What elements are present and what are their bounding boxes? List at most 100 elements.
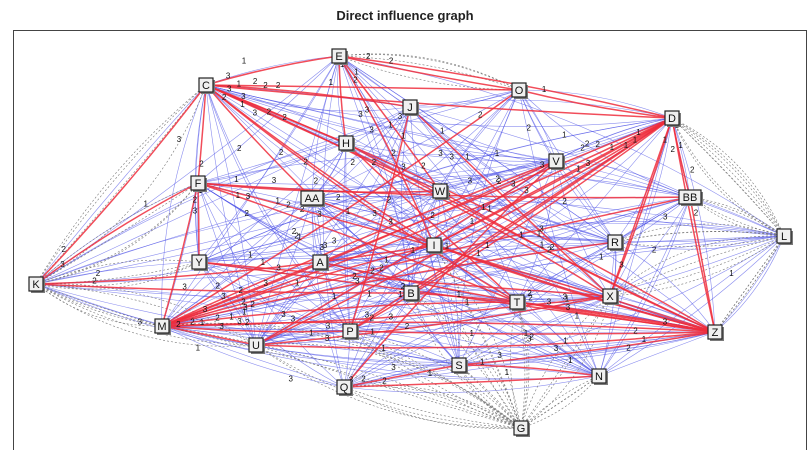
node-bb[interactable]: BB <box>678 189 703 206</box>
dashed-edge <box>671 117 785 237</box>
nodes: E C J O D H V F AA W BB L R I Y A K B T X M P U Z S N Q G <box>28 48 793 437</box>
edge-weight-label: 1 <box>346 207 351 216</box>
edge-weight-label: 3 <box>391 363 396 372</box>
edge-weight-label: 3 <box>358 110 363 119</box>
weak-edge <box>516 301 600 377</box>
node-i[interactable]: I <box>426 237 443 254</box>
node-d[interactable]: D <box>664 110 681 127</box>
edge-weight-label: 2 <box>336 193 341 202</box>
edge-weight-label: 3 <box>369 126 374 135</box>
edge-weight-label: 3 <box>193 207 198 216</box>
node-e[interactable]: E <box>331 48 348 65</box>
dashed-edge <box>714 235 785 333</box>
node-q[interactable]: Q <box>336 379 353 396</box>
strong-edge <box>255 331 716 349</box>
strong-edge <box>205 84 313 199</box>
node-n[interactable]: N <box>591 368 608 385</box>
dashed-edge <box>671 117 785 237</box>
edge-weight-label: 2 <box>353 75 358 84</box>
node-label: R <box>611 237 619 249</box>
node-o[interactable]: O <box>511 82 528 99</box>
edge-weight-label: 3 <box>540 161 545 170</box>
edge-weight-label: 1 <box>470 217 475 226</box>
weak-edge <box>555 160 785 237</box>
dashed-edge <box>520 375 600 429</box>
node-label: O <box>515 85 524 97</box>
edge-weight-label: 2 <box>478 111 483 120</box>
node-s[interactable]: S <box>451 357 468 374</box>
weak-edge <box>401 106 412 294</box>
edge-weight-label: 2 <box>372 158 377 167</box>
weak-edge <box>205 84 716 333</box>
strong-edge <box>409 106 611 297</box>
node-j[interactable]: J <box>402 99 419 116</box>
weak-edge <box>205 84 691 198</box>
node-label: A <box>316 257 324 269</box>
dashed-edge <box>349 330 522 429</box>
node-y[interactable]: Y <box>191 254 208 271</box>
edge-weight-label: 3 <box>511 180 516 189</box>
weak-edge <box>555 117 673 162</box>
node-l[interactable]: L <box>776 228 793 245</box>
dashed-edge <box>516 301 530 429</box>
strong-edge <box>161 325 351 333</box>
dashed-edge <box>671 117 785 237</box>
node-label: AA <box>305 193 320 205</box>
dashed-edge <box>671 117 785 237</box>
dashed-edge <box>520 295 611 429</box>
edge-weight-label: 1 <box>568 356 573 365</box>
edge-weight-label: 2 <box>401 282 406 291</box>
edge-weight-label: 3 <box>326 322 331 331</box>
weak-edge <box>458 331 716 366</box>
edge-weight-label: 3 <box>663 213 668 222</box>
node-p[interactable]: P <box>342 323 359 340</box>
edge-weight-label: 2 <box>351 158 356 167</box>
node-w[interactable]: W <box>432 183 449 200</box>
weak-edge <box>338 55 460 366</box>
node-t[interactable]: T <box>509 294 526 311</box>
edge-weight-label: 1 <box>370 327 375 336</box>
edge-weight-label: 3 <box>60 260 65 269</box>
weak-edge <box>714 235 785 333</box>
node-label: Y <box>195 257 203 269</box>
dashed-edge <box>35 261 200 285</box>
dashed-edge <box>671 117 785 237</box>
node-m[interactable]: M <box>154 318 171 335</box>
node-label: X <box>606 291 614 303</box>
node-a[interactable]: A <box>312 254 329 271</box>
dashed-edge <box>338 53 520 91</box>
node-x[interactable]: X <box>602 288 619 305</box>
node-z[interactable]: Z <box>707 324 724 341</box>
node-r[interactable]: R <box>607 234 624 251</box>
node-b[interactable]: B <box>403 285 420 302</box>
edge-weight-label: 2 <box>585 140 590 149</box>
node-g[interactable]: G <box>513 420 530 437</box>
weak-edge <box>161 55 340 327</box>
node-box <box>342 323 358 339</box>
strong-edge <box>161 241 616 327</box>
node-aa[interactable]: AA <box>300 190 325 207</box>
edge-weight-label: 2 <box>550 243 555 252</box>
edge-weight-label: 1 <box>242 307 247 316</box>
node-label: T <box>514 297 521 309</box>
dashed-edge <box>614 223 785 243</box>
node-c[interactable]: C <box>198 77 215 94</box>
weak-edge <box>322 55 345 388</box>
node-u[interactable]: U <box>248 337 265 354</box>
node-label: N <box>595 371 603 383</box>
dashed-edge <box>458 364 522 429</box>
edge-weight-label: 3 <box>320 243 325 252</box>
node-box <box>426 237 442 253</box>
node-box <box>403 285 419 301</box>
node-f[interactable]: F <box>190 175 207 192</box>
edge-weight-label: 1 <box>678 141 683 150</box>
dashed-edge <box>714 235 785 333</box>
edge-weight-label: 2 <box>530 333 535 342</box>
node-h[interactable]: H <box>338 135 355 152</box>
weak-edge <box>161 84 207 327</box>
node-k[interactable]: K <box>28 276 45 293</box>
dashed-edge <box>520 295 611 429</box>
weak-edge <box>598 196 691 377</box>
node-v[interactable]: V <box>548 153 565 170</box>
node-box <box>154 318 170 334</box>
